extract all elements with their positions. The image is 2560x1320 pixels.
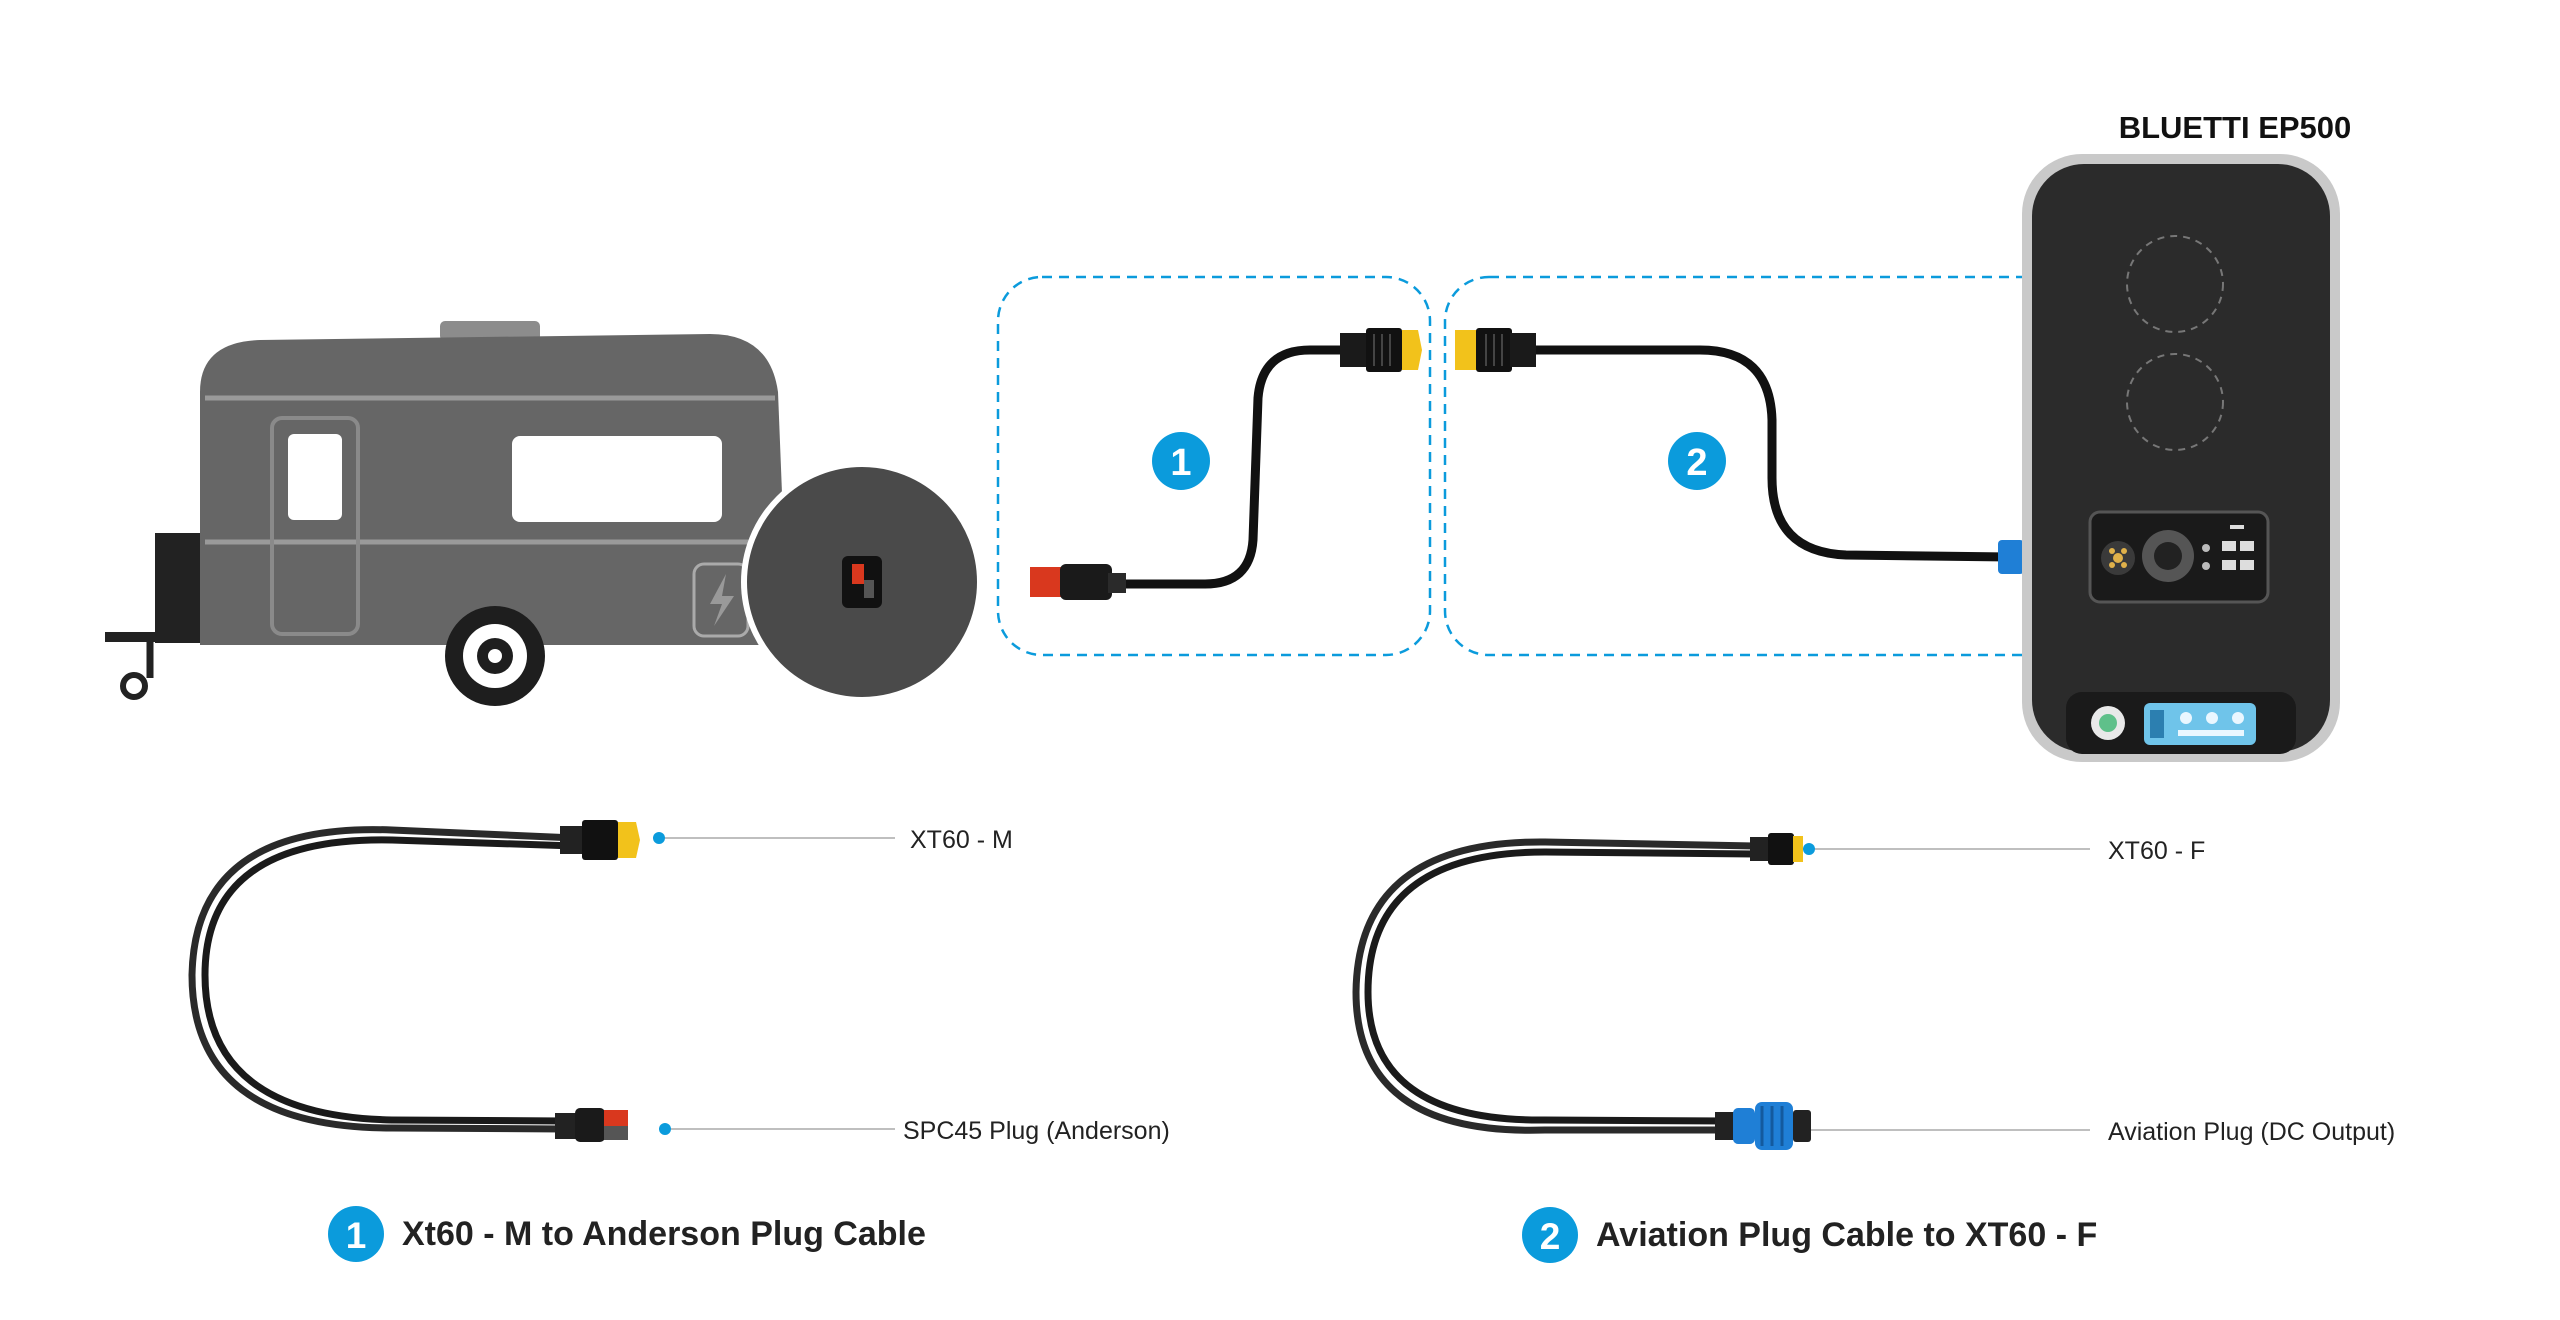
cable1-xt60-boot: [560, 826, 584, 854]
anderson-plug-strain: [1108, 573, 1126, 593]
cable1-product: XT60 - M SPC45 Plug (Anderson): [188, 820, 1170, 1145]
trailer-jack-wheel: [120, 672, 148, 700]
cable1-wire: [1115, 345, 1350, 589]
connected-cable-2: [1455, 328, 2058, 580]
cable1-coil-outer: [188, 826, 576, 1133]
cable1-caption-number: 1: [346, 1215, 367, 1256]
cable2-caption: 2 Aviation Plug Cable to XT60 - F: [1522, 1207, 2097, 1263]
cable1-anderson-black: [604, 1126, 628, 1140]
cable2-title: Aviation Plug Cable to XT60 - F: [1596, 1216, 2097, 1254]
trailer-window: [512, 436, 722, 522]
cable1-dashed-frame: [996, 275, 1432, 657]
device-name: BLUETTI EP500: [2119, 110, 2352, 145]
cable2-aviation-boot: [1715, 1112, 1735, 1140]
step1-badge: 1: [1152, 432, 1210, 490]
cable1-caption: 1 Xt60 - M to Anderson Plug Cable: [328, 1206, 926, 1262]
cable2-xt60-body: [1768, 833, 1794, 865]
anderson-inlet-black: [864, 580, 874, 598]
camper-trailer: [105, 321, 983, 706]
usb-port-4: [2240, 560, 2254, 570]
cable1-anderson-body: [575, 1108, 605, 1142]
step1-number: 1: [1170, 442, 1191, 484]
trailer-body: [200, 334, 788, 645]
cable1-coil-inner: [201, 836, 576, 1125]
trailer-door: [270, 416, 360, 636]
callout-dot-xt60-f: [1803, 843, 1815, 855]
label-aviation: Aviation Plug (DC Output): [2108, 1118, 2395, 1146]
device-front: [2032, 164, 2330, 752]
label-xt60-f: XT60 - F: [2108, 837, 2205, 865]
cable2-dashed-frame: [1443, 275, 2089, 657]
cable2-aviation-body: [1733, 1108, 1755, 1144]
cable2-caption-badge: [1522, 1207, 1578, 1263]
connected-cable-1: [1030, 328, 1422, 600]
cable1-xt60-tip: [618, 822, 640, 858]
dc-port-small-1: [2202, 544, 2210, 552]
step2-badge: 2: [1668, 432, 1726, 490]
trailer-door-window: [288, 434, 342, 520]
anderson-plug-body: [1060, 564, 1112, 600]
trailer-hitch-bar: [105, 632, 215, 642]
trailer-wheel-cap: [488, 649, 502, 663]
cable2-coil-outer: [1352, 838, 1756, 1134]
aviation-plug-body: [1998, 540, 2024, 574]
label-xt60-m: XT60 - M: [910, 826, 1013, 854]
xt60-m-boot: [1340, 333, 1370, 367]
anderson-inlet-red: [852, 564, 864, 584]
label-spc45: SPC45 Plug (Anderson): [903, 1117, 1170, 1145]
cable1-title: Xt60 - M to Anderson Plug Cable: [402, 1215, 926, 1253]
cable2-aviation-tip: [1793, 1110, 1811, 1142]
cable1-anderson-boot: [555, 1113, 577, 1139]
cable1-caption-badge: [328, 1206, 384, 1262]
dc-port-small-2: [2202, 562, 2210, 570]
xt60-m-tip: [1402, 330, 1422, 370]
cable2-xt60-tip: [1793, 836, 1803, 862]
lightning-icon: [710, 574, 734, 626]
xt60-m-body: [1366, 328, 1402, 372]
usb-port-2: [2240, 541, 2254, 551]
callout-dot-spc45: [659, 1123, 671, 1135]
cable2-wire: [1525, 345, 2015, 562]
cable2-xt60-boot: [1750, 837, 1770, 861]
usb-port-3: [2222, 560, 2236, 570]
cable1-xt60-body: [582, 820, 618, 860]
cable2-caption-number: 2: [1540, 1216, 1561, 1257]
trailer-roof-vent: [440, 321, 540, 341]
callout-dot-xt60-m: [653, 832, 665, 844]
xt60-f-boot: [1510, 333, 1536, 367]
wireless-pad-2: [2126, 353, 2224, 451]
wireless-pad-1: [2126, 235, 2224, 333]
xt60-f-tip: [1455, 330, 1478, 370]
usb-port-1: [2222, 541, 2236, 551]
bluetti-ep500-unit: BLUETTI EP500: [2022, 110, 2351, 762]
cable2-product: XT60 - F Aviation Plug (DC Output): [1352, 833, 2395, 1150]
step2-number: 2: [1686, 442, 1707, 484]
cable1-anderson-red: [604, 1110, 628, 1126]
cable2-coil-inner: [1364, 848, 1756, 1125]
